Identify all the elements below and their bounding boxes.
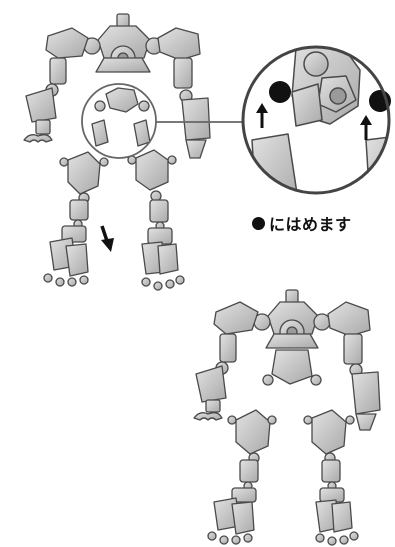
- filled-circle-icon: [269, 81, 291, 103]
- zoom-detail-bubble: [241, 45, 391, 195]
- left-arm-part: [193, 301, 259, 421]
- arrow-up-icon: [360, 115, 372, 140]
- left-leg-part: [43, 151, 109, 287]
- right-leg-part: [127, 149, 185, 291]
- robot-disassembled-figure: [23, 13, 211, 291]
- robot-assembled-figure: [193, 289, 381, 546]
- arrow-down-icon: [100, 225, 114, 252]
- arrow-up-icon: [256, 103, 268, 128]
- upper-body-part: [83, 13, 163, 73]
- hip-highlight-ring: [81, 83, 157, 159]
- right-arm-part: [327, 301, 381, 431]
- hip-part: [91, 87, 151, 147]
- instruction-text: にはめます: [269, 215, 352, 234]
- left-leg-part: [207, 409, 277, 545]
- filled-circle-icon: [252, 216, 265, 230]
- right-leg-part: [303, 409, 359, 546]
- left-arm-part: [23, 27, 89, 143]
- upper-body-part: [253, 289, 331, 386]
- instruction-caption: にはめます: [252, 210, 392, 236]
- right-arm-part: [157, 27, 211, 159]
